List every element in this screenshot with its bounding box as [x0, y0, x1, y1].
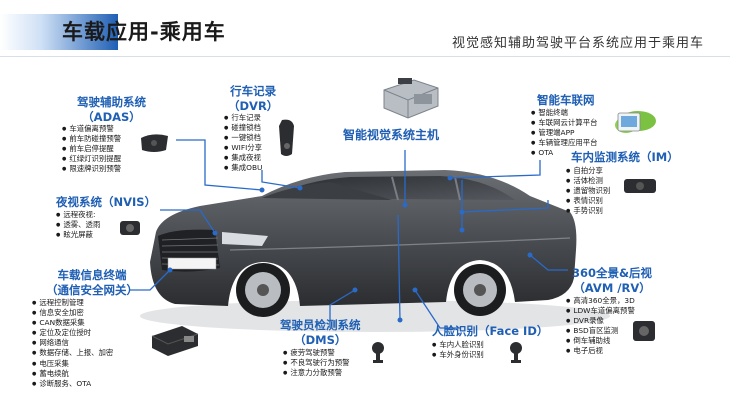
telematics-list: 智能终端 车联网云计算平台 管理端APP 车辆管理应用平台 OTA — [531, 108, 598, 158]
list-item: 远程控制管理 — [32, 298, 113, 308]
adas-camera-icon — [138, 132, 172, 160]
host-title: 智能视觉系统主机 — [343, 128, 440, 142]
list-item: 一键锁档 — [224, 133, 262, 143]
list-item: CAN数据采集 — [32, 318, 113, 328]
list-item: 车外身份识别 — [432, 350, 483, 360]
list-item: 数据存储、上报、加密 — [32, 348, 113, 358]
page-title: 车载应用-乘用车 — [62, 20, 226, 44]
dms-title-text: 驾驶员检测系统 — [280, 318, 361, 332]
adas-title-text: 驾驶辅助系统 — [77, 95, 146, 109]
list-item: 疲劳驾驶预警 — [283, 348, 350, 358]
list-item: 眩光屏蔽 — [56, 230, 100, 240]
list-item: 车辆管理应用平台 — [531, 138, 597, 148]
list-item: OTA — [531, 148, 598, 158]
list-item: BSD盲区监测 — [566, 326, 635, 336]
tbox-title-text: 车载信息终端 — [57, 268, 127, 282]
cloud-app-icon — [612, 107, 660, 141]
list-item: 遗留物识别 — [566, 186, 610, 196]
adas-subtitle: （ADAS） — [82, 110, 141, 124]
im-list: 自拍分享 活体检测 遗留物识别 表情识别 手势识别 — [566, 166, 610, 216]
list-item: 前车防碰撞预警 — [62, 134, 121, 144]
list-item: 车联网云计算平台 — [531, 118, 597, 128]
list-item: 高清360全景，3D — [566, 296, 634, 306]
avm-title-text: 360全景&后视 — [572, 266, 653, 280]
dms-camera-icon — [370, 340, 386, 368]
list-item: 诊断服务、OTA — [32, 379, 113, 389]
list-item: 倒车辅助线 — [566, 336, 635, 346]
dvr-title: 行车记录 （DVR） — [228, 84, 278, 114]
list-item: 集成OBU — [224, 163, 262, 173]
list-item: 智能终端 — [531, 108, 598, 118]
dvr-list: 行车记录 碰撞锁档 一键锁档 WIFI分享 集成夜视 集成OBU — [224, 113, 262, 174]
dms-list: 疲劳驾驶预警 不良驾驶行为预警 注意力分散预警 — [283, 348, 350, 378]
list-item: 车道偏离预警 — [62, 124, 121, 134]
adas-title: 驾驶辅助系统 （ADAS） — [77, 95, 146, 125]
list-item: 管理端APP — [531, 128, 598, 138]
dvr-subtitle: （DVR） — [228, 99, 279, 113]
list-item: 定位及定位授时 — [32, 328, 113, 338]
list-item: 前车启停提醒 — [62, 144, 121, 154]
interior-camera-icon — [622, 175, 658, 201]
tbox-subtitle: （通信安全网关） — [46, 283, 138, 297]
avm-list: 高清360全景，3D LDW车道偏离预警 DVR录像 BSD盲区监测 倒车辅助线… — [566, 296, 635, 357]
dvr-title-text: 行车记录 — [230, 84, 277, 98]
night-vision-camera-icon — [118, 218, 142, 242]
dms-subtitle: （DMS） — [294, 333, 347, 347]
header-divider — [0, 56, 730, 57]
list-item: 车内人脸识别 — [432, 340, 483, 350]
list-item: LDW车道偏离预警 — [566, 306, 634, 316]
tbox-title: 车载信息终端 （通信安全网关） — [46, 268, 138, 298]
list-item: 手势识别 — [566, 206, 610, 216]
list-item: 集成夜视 — [224, 153, 262, 163]
list-item: 碰撞锁档 — [224, 123, 262, 133]
host-unit-icon — [378, 74, 442, 126]
dvr-camera-icon — [276, 118, 298, 162]
nvis-title: 夜视系统（NVIS） — [56, 195, 157, 209]
nvis-list: 远程夜视: 透雾、透雨 眩光屏蔽 — [56, 210, 100, 240]
list-item: 网络通信 — [32, 338, 113, 348]
dms-title: 驾驶员检测系统 （DMS） — [280, 318, 361, 348]
list-item: 蓄电续航 — [32, 369, 113, 379]
list-item: 透雾、透雨 — [56, 220, 100, 230]
faceid-camera-icon — [508, 340, 524, 368]
list-item: WIFI分享 — [224, 143, 262, 153]
list-item: 注意力分散预警 — [283, 368, 350, 378]
list-item: 自拍分享 — [566, 166, 610, 176]
list-item: 信息安全加密 — [32, 308, 113, 318]
list-item: 红绿灯识别提醒 — [62, 154, 121, 164]
avm-subtitle: （AVM /RV） — [573, 281, 651, 295]
list-item: 限速牌识别预警 — [62, 164, 121, 174]
tbox-module-icon — [148, 322, 202, 364]
list-item: 不良驾驶行为预警 — [283, 358, 349, 368]
header-accent-bar — [0, 14, 118, 50]
list-item: 远程夜视: — [56, 210, 100, 220]
avm-title: 360全景&后视 （AVM /RV） — [572, 266, 652, 296]
tbox-list: 远程控制管理 信息安全加密 CAN数据采集 定位及定位授时 网络通信 数据存储、… — [32, 298, 113, 389]
list-item: 活体检测 — [566, 176, 610, 186]
list-item: DVR录像 — [566, 316, 635, 326]
adas-list: 车道偏离预警 前车防碰撞预警 前车启停提醒 红绿灯识别提醒 限速牌识别预警 — [62, 124, 121, 174]
avm-camera-icon — [630, 318, 658, 348]
page-subtitle: 视觉感知辅助驾驶平台系统应用于乘用车 — [451, 36, 704, 51]
list-item: 行车记录 — [224, 113, 262, 123]
list-item: 表情识别 — [566, 196, 610, 206]
faceid-title: 人脸识别（Face ID） — [432, 324, 549, 338]
im-title: 车内监测系统（IM） — [571, 150, 679, 164]
faceid-list: 车内人脸识别 车外身份识别 — [432, 340, 483, 360]
telematics-title: 智能车联网 — [537, 93, 595, 107]
list-item: 电压采集 — [32, 359, 113, 369]
list-item: 电子后视 — [566, 346, 635, 356]
